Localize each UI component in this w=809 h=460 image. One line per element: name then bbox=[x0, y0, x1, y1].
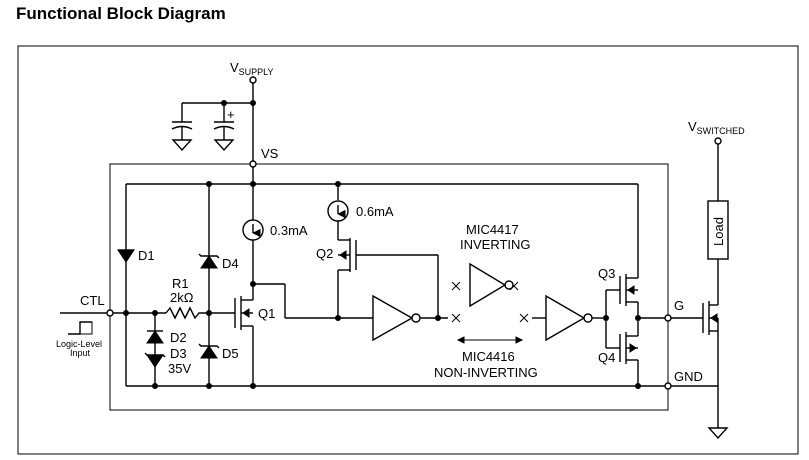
gnd-label: GND bbox=[674, 369, 703, 384]
inverter-2 bbox=[545, 294, 586, 342]
ground-icon bbox=[707, 427, 729, 440]
ctl-label: CTL bbox=[80, 293, 105, 308]
r1-value: 2kΩ bbox=[170, 290, 194, 305]
vs-pin bbox=[249, 160, 257, 168]
mic4417-inverter bbox=[469, 262, 507, 308]
q1-label: Q1 bbox=[258, 306, 275, 321]
vs-label: VS bbox=[261, 146, 279, 161]
ground-icon bbox=[171, 139, 193, 152]
d1-label: D1 bbox=[138, 248, 155, 263]
outer-frame bbox=[17, 45, 799, 455]
mic4417-label: MIC4417 bbox=[466, 222, 519, 237]
d3-label: D3 bbox=[170, 346, 187, 361]
page-title: Functional Block Diagram bbox=[16, 4, 226, 23]
gnd-pin bbox=[664, 382, 672, 390]
q3-label: Q3 bbox=[598, 266, 615, 281]
d5-label: D5 bbox=[222, 346, 239, 361]
logic-input-label-2: Input bbox=[70, 348, 91, 358]
r1-label: R1 bbox=[172, 276, 189, 291]
mic4417-sub-label: INVERTING bbox=[460, 237, 531, 252]
ic-package bbox=[109, 163, 669, 411]
r1-resistor bbox=[165, 306, 209, 320]
vswitched-terminal bbox=[714, 137, 722, 145]
d3-voltage: 35V bbox=[168, 361, 191, 376]
logic-input-label: Logic-Level bbox=[56, 339, 102, 349]
current-06-label: 0.6mA bbox=[356, 204, 394, 219]
inverter-1 bbox=[372, 294, 414, 342]
vsupply-terminal bbox=[249, 76, 257, 84]
ground-icon bbox=[213, 139, 235, 152]
ctl-pin bbox=[106, 309, 114, 317]
q4-label: Q4 bbox=[598, 350, 615, 365]
cap-plus-label: + bbox=[227, 107, 235, 122]
current-03-label: 0.3mA bbox=[270, 223, 308, 238]
d2-label: D2 bbox=[170, 330, 187, 345]
g-label: G bbox=[674, 298, 684, 313]
q2-label: Q2 bbox=[316, 246, 333, 261]
vswitched-label: VSWITCHED bbox=[688, 119, 745, 136]
mic4416-label: MIC4416 bbox=[462, 349, 515, 364]
mic4416-sub-label: NON-INVERTING bbox=[434, 365, 538, 380]
load-label: Load bbox=[711, 217, 726, 246]
vsupply-label: VSUPPLY bbox=[230, 60, 274, 77]
g-pin bbox=[664, 314, 672, 322]
d4-label: D4 bbox=[222, 256, 239, 271]
